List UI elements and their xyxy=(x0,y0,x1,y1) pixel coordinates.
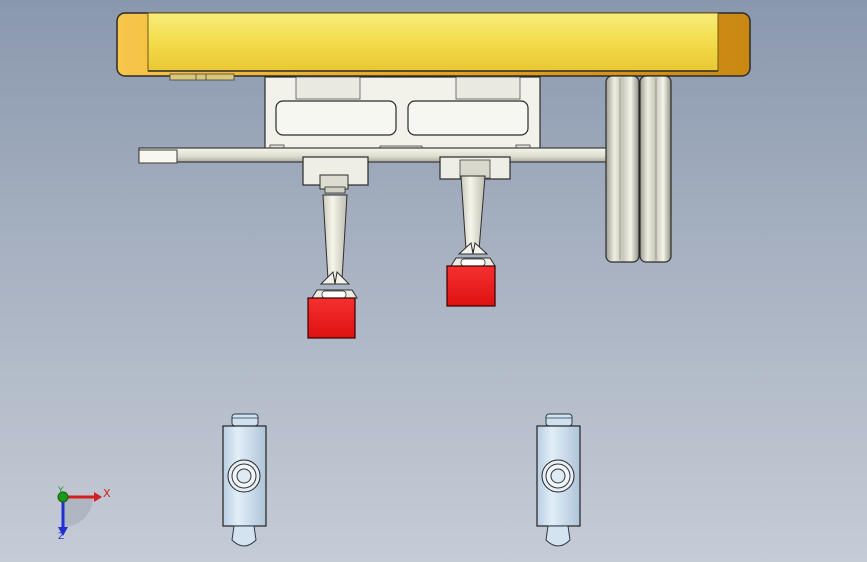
gripper-rod-left[interactable] xyxy=(319,186,351,285)
rod-clamp-block[interactable] xyxy=(302,156,511,190)
cylinder-body[interactable] xyxy=(264,76,541,158)
gripper-pad-left[interactable] xyxy=(307,289,358,339)
side-wheel-assembly[interactable] xyxy=(605,75,672,263)
guide-rod[interactable] xyxy=(138,147,610,164)
locating-pin-left[interactable] xyxy=(222,413,267,547)
gripper-pad-right[interactable] xyxy=(446,257,496,307)
gripper-rod-right[interactable] xyxy=(457,175,489,255)
top-mounting-plate[interactable] xyxy=(116,12,751,81)
axis-x-label: X xyxy=(103,487,111,500)
locating-pin-right[interactable] xyxy=(536,413,581,547)
axis-y-label: Y xyxy=(58,486,64,496)
y-axis-icon xyxy=(57,491,69,503)
axis-z-label: Z xyxy=(58,532,65,542)
view-triad[interactable] xyxy=(57,491,102,536)
triad-shade-icon xyxy=(63,497,93,527)
